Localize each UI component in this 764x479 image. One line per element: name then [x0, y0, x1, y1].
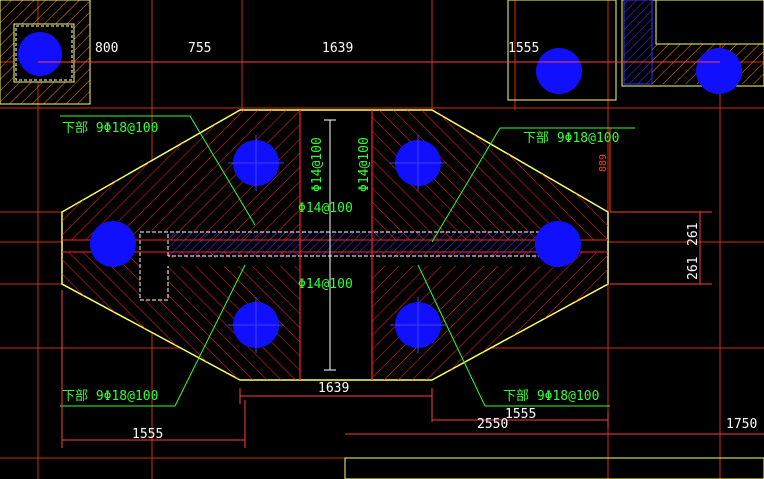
- pile-top-right-b[interactable]: [696, 48, 742, 94]
- dim-top-800: 800: [95, 41, 118, 56]
- pile-cap-bottom-right[interactable]: [344, 457, 764, 479]
- annot-top-left: 下部 9Φ18@100: [62, 121, 158, 136]
- pile-axis-marks: [228, 135, 446, 353]
- dim-bottom-1555-left: 1555: [132, 427, 163, 442]
- dim-top-755: 755: [188, 41, 211, 56]
- annot-vertical-left: Φ14@100: [310, 137, 325, 192]
- dim-right-261-upper: 261: [686, 223, 701, 246]
- dim-right-261-lower: 261: [686, 257, 701, 280]
- dim-bottom-1555-right: 1555: [505, 407, 536, 422]
- annot-bottom-right: 下部 9Φ18@100: [503, 389, 599, 404]
- annot-bottom-left: 下部 9Φ18@100: [62, 389, 158, 404]
- pile-top-far-left[interactable]: [18, 32, 62, 76]
- leader-lines: [60, 115, 635, 407]
- main-pile-cap[interactable]: [61, 109, 609, 381]
- dim-top-1639: 1639: [322, 41, 353, 56]
- annot-center-top: Φ14@100: [298, 201, 353, 216]
- dim-bottom-1750: 1750: [726, 417, 757, 432]
- dimension-text: 800 755 1639 1555 1639 1555 2550 1555 17…: [95, 41, 757, 442]
- pile-mid-left[interactable]: [90, 221, 136, 267]
- pile-mid-right[interactable]: [535, 221, 581, 267]
- dim-top-1555: 1555: [508, 41, 539, 56]
- pile-top-right-a[interactable]: [536, 48, 582, 94]
- annot-center-bottom: Φ14@100: [298, 277, 353, 292]
- dim-bottom-1639: 1639: [318, 381, 349, 396]
- rebar-annotations: 下部 9Φ18@100 下部 9Φ18@100 下部 9Φ18@100 下部 9…: [62, 121, 619, 404]
- annot-top-right: 下部 9Φ18@100: [523, 131, 619, 146]
- annot-vertical-right: Φ14@100: [357, 137, 372, 192]
- dim-right-889: 889: [598, 154, 609, 172]
- dimension-lines: [38, 61, 764, 448]
- dim-bottom-2550: 2550: [477, 417, 508, 432]
